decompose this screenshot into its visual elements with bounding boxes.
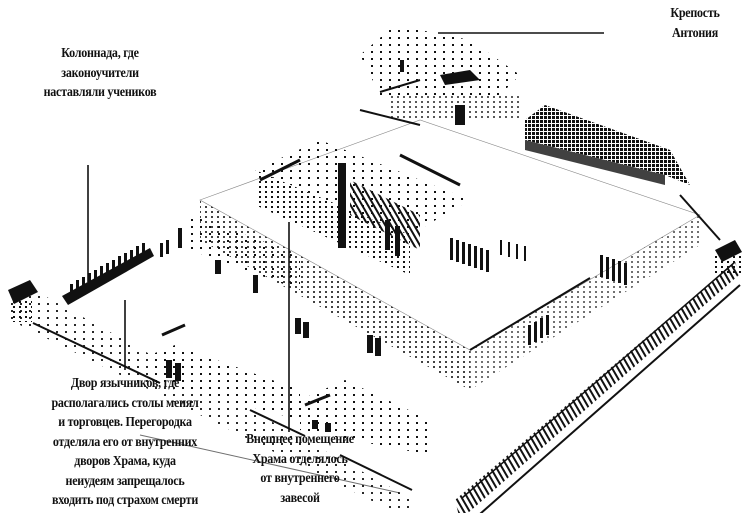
inner-court-colonnades <box>450 238 627 285</box>
label-court-of-gentiles: Двор язычников, где располагались столы … <box>18 374 233 511</box>
label-line: неиудеям запрещалось <box>65 473 185 489</box>
fortress-antonia <box>359 25 520 126</box>
corner-tower-left <box>8 280 38 322</box>
label-line: Храма отделялось <box>252 451 348 467</box>
label-line: законоучители <box>61 65 139 81</box>
royal-stoa <box>525 105 721 241</box>
outer-wall-front-right <box>455 261 741 513</box>
inner-temple-platform <box>199 119 701 390</box>
corner-tower-right <box>712 240 742 275</box>
label-line: и торговцев. Перегородка <box>58 415 192 430</box>
label-line: Антония <box>671 25 718 41</box>
label-line: завесой <box>280 490 320 506</box>
label-line: дворов Храма, куда <box>74 454 176 469</box>
label-colonnade: Колоннада, где законоучители наставляли … <box>14 44 186 103</box>
label-line: входить под страхом смерти <box>51 493 199 508</box>
label-fortress-antonia: Крепость Антония <box>648 4 743 43</box>
sanctuary <box>255 140 470 275</box>
label-line: располагались столы менял <box>51 395 199 411</box>
label-line: Колоннада, где <box>61 46 139 61</box>
label-line: от внутреннего <box>260 471 340 486</box>
outer-wall-front-left <box>10 290 413 513</box>
label-temple-curtain: Внешнее помещение Храма отделялось от вн… <box>223 430 378 508</box>
label-line: Крепость <box>670 6 720 21</box>
label-line: наставляли учеников <box>43 85 157 100</box>
label-line: Внешнее помещение <box>246 432 354 447</box>
colonnade <box>62 228 182 305</box>
leader-lines <box>87 32 604 432</box>
label-line: Двор язычников, где <box>70 376 180 391</box>
label-line: отделяла его от внутренних <box>52 434 198 450</box>
